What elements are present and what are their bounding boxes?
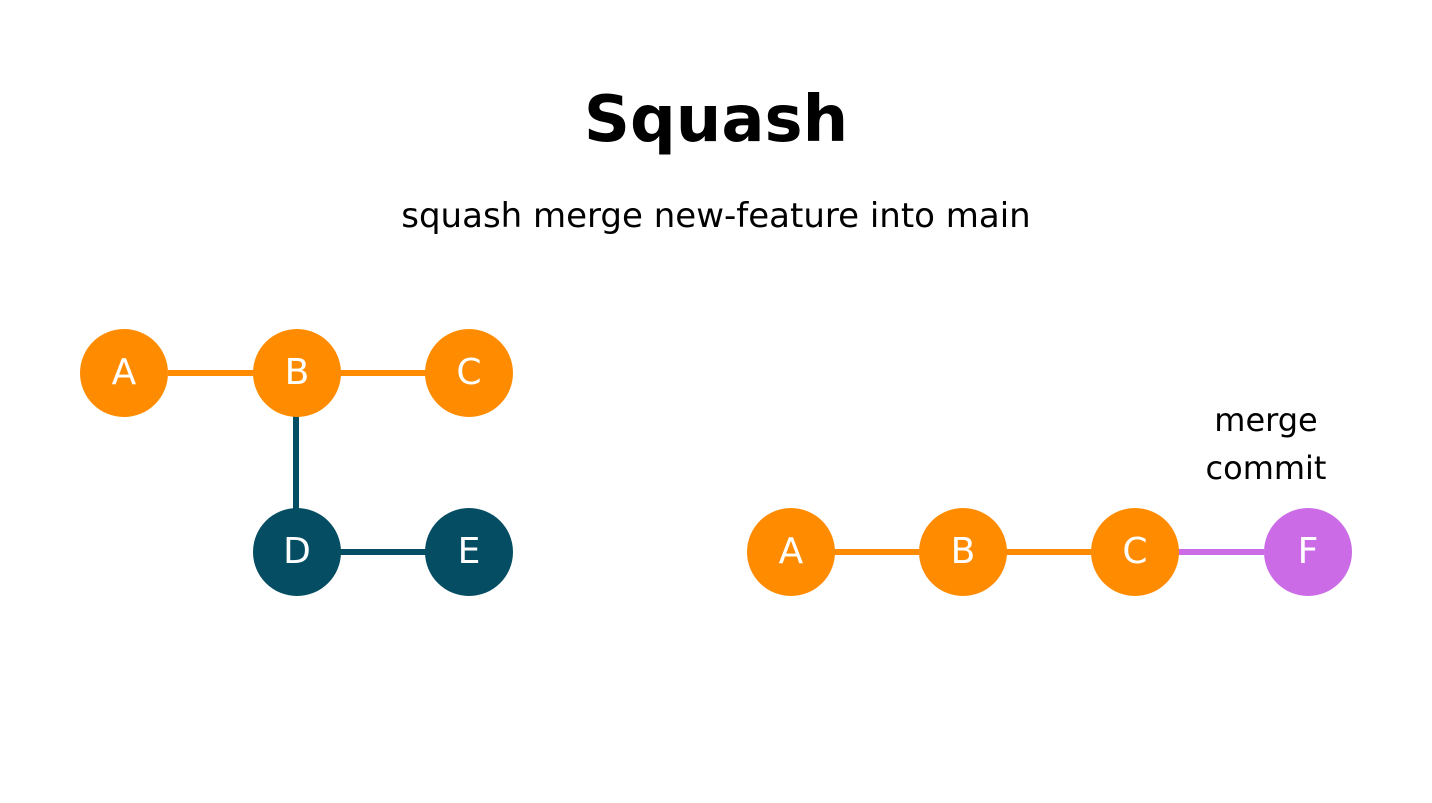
annotation-line-2: commit — [1205, 449, 1327, 487]
edge-c-f-after — [1178, 549, 1264, 555]
diagram-subtitle: squash merge new-feature into main — [401, 196, 1031, 236]
commit-label: C — [456, 352, 482, 393]
edge-b-d-before — [293, 416, 299, 510]
edge-b-c-before — [340, 370, 426, 376]
edge-a-b-after — [834, 549, 920, 555]
commit-label: C — [1122, 531, 1148, 572]
commit-label: A — [778, 531, 804, 572]
diagram-title: Squash — [583, 83, 849, 157]
commit-label: D — [283, 531, 311, 572]
commit-label: A — [111, 352, 137, 393]
commit-node-a-before: A — [80, 329, 168, 417]
commit-node-b-after: B — [919, 508, 1007, 596]
commit-node-d-before: D — [253, 508, 341, 596]
commit-node-e-before: E — [425, 508, 513, 596]
merge-commit-annotation: merge commit — [1186, 396, 1346, 492]
commit-node-a-after: A — [747, 508, 835, 596]
edge-d-e-before — [340, 549, 426, 555]
commit-node-f-after: F — [1264, 508, 1352, 596]
commit-node-b-before: B — [253, 329, 341, 417]
edge-a-b-before — [168, 370, 254, 376]
commit-node-c-after: C — [1091, 508, 1179, 596]
annotation-line-1: merge — [1214, 401, 1318, 439]
commit-label: F — [1297, 531, 1319, 572]
commit-label: E — [457, 531, 481, 572]
commit-label: B — [950, 531, 976, 572]
commit-label: B — [284, 352, 310, 393]
commit-node-c-before: C — [425, 329, 513, 417]
edge-b-c-after — [1006, 549, 1092, 555]
